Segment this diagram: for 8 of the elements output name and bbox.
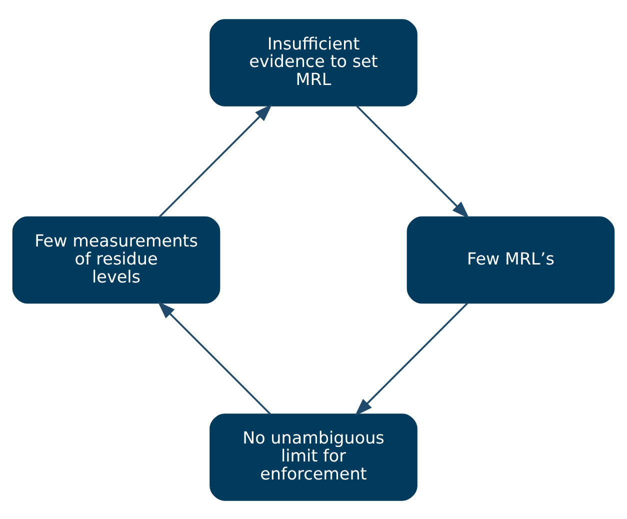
arrow xyxy=(354,302,468,416)
arrow xyxy=(356,104,470,218)
arrow xyxy=(158,104,272,217)
node-box: Insufficient evidence to set MRL xyxy=(210,18,418,106)
node-box: Few MRL’s xyxy=(406,216,615,304)
node-box: No unambiguous limit for enforcement xyxy=(210,413,418,500)
arrow xyxy=(158,300,271,414)
node-box: Few measurements of residue levels xyxy=(12,216,220,304)
